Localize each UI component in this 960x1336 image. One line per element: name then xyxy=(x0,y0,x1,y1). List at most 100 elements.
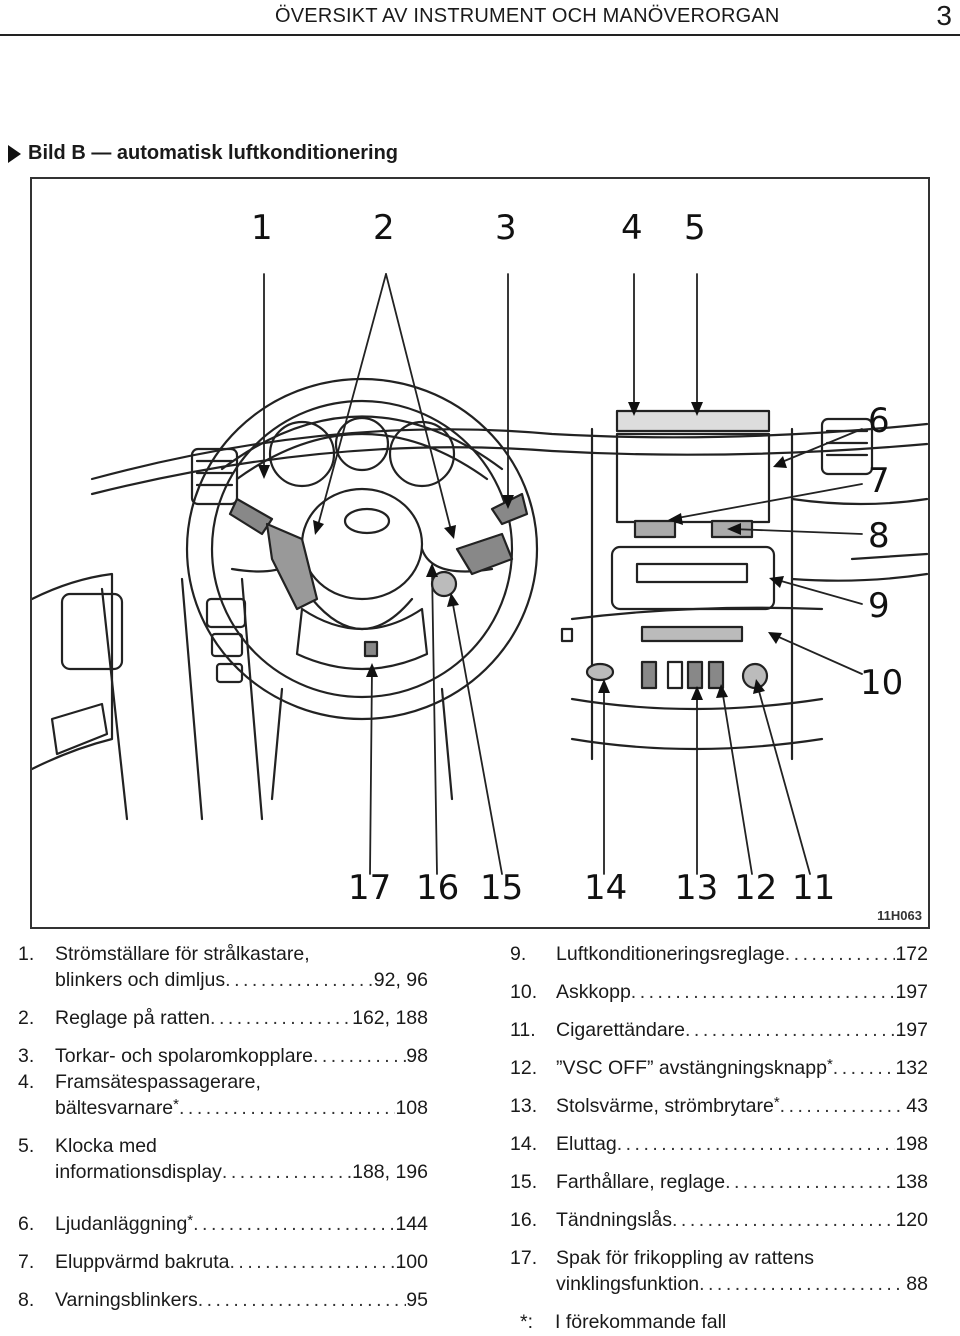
legend-item-entry: Varningsblinkers 95 xyxy=(55,1288,428,1312)
page-number: 3 xyxy=(936,0,952,31)
callout-15: 15 xyxy=(480,868,523,908)
dot-leader xyxy=(725,1170,895,1194)
legend-item-number: 17. xyxy=(510,1247,538,1269)
legend-item-label-line1: Framsätespassagerare, xyxy=(55,1071,261,1093)
dot-leader xyxy=(631,980,896,1004)
legend-item-label-line1: Klocka med xyxy=(55,1135,157,1157)
legend-item-number: 4. xyxy=(18,1071,35,1093)
legend-item-number: 7. xyxy=(18,1251,35,1273)
legend-item-number: 11. xyxy=(510,1019,536,1041)
callout-9: 9 xyxy=(868,586,890,626)
legend-item-label: Reglage på ratten xyxy=(55,1007,211,1029)
callout-12: 12 xyxy=(734,868,777,908)
dashboard-line-drawing: 1 2 3 4 5 6 7 8 9 10 11 12 13 14 15 16 1… xyxy=(32,208,928,908)
legend-item-entry: informationsdisplay188, 196 xyxy=(55,1160,428,1184)
legend-item-entry: Askkopp197 xyxy=(556,980,928,1004)
page-header-title: ÖVERSIKT AV INSTRUMENT OCH MANÖVERORGAN xyxy=(275,5,780,27)
section-heading-text: Bild B — automatisk luftkonditionering xyxy=(28,142,398,164)
legend-item-label: Cigarettändare xyxy=(556,1019,685,1041)
legend-item-entry: Tändningslås 120 xyxy=(556,1208,928,1232)
dot-leader xyxy=(833,1056,896,1080)
legend-item-page-ref: 108 xyxy=(395,1097,428,1119)
legend-item-label: Eluttag xyxy=(556,1133,617,1155)
dot-leader xyxy=(617,1132,896,1156)
legend-item-label: Farthållare, reglage xyxy=(556,1171,726,1193)
legend-item-entry: Luftkonditioneringsreglage172 xyxy=(556,942,928,966)
legend-item-entry: Farthållare, reglage 138 xyxy=(556,1170,928,1194)
legend-item-label-line1: Spak för frikoppling av rattens xyxy=(556,1247,814,1269)
legend-item-number: 5. xyxy=(18,1135,35,1157)
callout-2: 2 xyxy=(373,208,395,248)
callout-13: 13 xyxy=(675,868,718,908)
legend-item-page-ref: 95 xyxy=(406,1289,428,1311)
legend-item-entry: Torkar- och spolaromkopplare98 xyxy=(55,1044,428,1068)
callout-16: 16 xyxy=(416,868,459,908)
legend-right-column: 9. Luftkonditioneringsreglage172 10. Askkop… xyxy=(510,942,928,1298)
legend-item-entry: blinkers och dimljus 92, 96 xyxy=(55,968,428,992)
legend-item-page-ref: 198 xyxy=(895,1133,928,1155)
legend-item-number: 14. xyxy=(510,1133,538,1155)
legend-item-page-ref: 172 xyxy=(895,943,928,965)
legend-item-label: ”VSC OFF” avstängningsknapp xyxy=(556,1057,827,1079)
dot-leader xyxy=(672,1208,895,1232)
legend-item-page-ref: 144 xyxy=(395,1213,428,1235)
header-divider xyxy=(0,34,960,36)
legend-item-number: 10. xyxy=(510,981,538,1003)
dot-leader xyxy=(210,1006,352,1030)
callout-3: 3 xyxy=(495,208,517,248)
callout-4: 4 xyxy=(621,208,643,248)
legend-item-number: 1. xyxy=(18,943,35,965)
dashboard-illustration: 1 2 3 4 5 6 7 8 9 10 11 12 13 14 15 16 1… xyxy=(30,177,930,929)
dot-leader xyxy=(313,1044,406,1068)
legend-item-number: 16. xyxy=(510,1209,538,1231)
legend-item-label-line1: Strömställare för strålkastare, xyxy=(55,943,310,965)
legend-item-page-ref: 138 xyxy=(895,1171,928,1193)
dot-leader xyxy=(222,1160,352,1184)
legend-item-entry: Stolsvärme, strömbrytare*43 xyxy=(556,1094,928,1118)
legend-item-label: blinkers och dimljus xyxy=(55,969,226,991)
legend-item-number: 9. xyxy=(510,943,527,965)
legend-item-number: 6. xyxy=(18,1213,35,1235)
legend-item-label: informationsdisplay xyxy=(55,1161,222,1183)
legend-item-number: 13. xyxy=(510,1095,538,1117)
legend-item-page-ref: 120 xyxy=(895,1209,928,1231)
legend-item-label: Ljudanläggning xyxy=(55,1213,188,1235)
legend-item-page-ref: 92, 96 xyxy=(373,969,428,991)
legend-item-number: 12. xyxy=(510,1057,538,1079)
legend-item-entry: Eluttag 198 xyxy=(556,1132,928,1156)
figure-code: 11H063 xyxy=(877,908,922,923)
footnote-text: I förekommande fall xyxy=(555,1311,727,1333)
dot-leader xyxy=(780,1094,907,1118)
legend-item-number: 2. xyxy=(18,1007,35,1029)
callout-11: 11 xyxy=(792,868,835,908)
footnote-symbol: *: xyxy=(520,1311,534,1333)
legend-item-page-ref: 162, 188 xyxy=(352,1007,428,1029)
callout-7: 7 xyxy=(868,461,890,501)
dot-leader xyxy=(225,968,374,992)
dot-leader xyxy=(685,1018,895,1042)
legend-item-page-ref: 88 xyxy=(906,1273,928,1295)
legend-item-label: vinklingsfunktion xyxy=(556,1273,700,1295)
legend-item-number: 15. xyxy=(510,1171,538,1193)
legend-item-page-ref: 43 xyxy=(906,1095,928,1117)
footnote-star-marker: * xyxy=(187,1212,194,1229)
legend-item-label: Torkar- och spolaromkopplare xyxy=(55,1045,313,1067)
dot-leader xyxy=(198,1288,407,1312)
legend-item-entry: ”VSC OFF” avstängningsknapp* 132 xyxy=(556,1056,928,1080)
dot-leader xyxy=(179,1096,395,1120)
legend-item-label: Varningsblinkers xyxy=(55,1289,198,1311)
callout-1: 1 xyxy=(251,208,273,248)
legend-item-label: bältesvarnare xyxy=(55,1097,174,1119)
legend-item-page-ref: 100 xyxy=(395,1251,428,1273)
footnote-star-marker: * xyxy=(173,1096,179,1113)
callout-14: 14 xyxy=(584,868,627,908)
footnote-star-marker: * xyxy=(826,1056,833,1073)
callout-6: 6 xyxy=(868,401,890,441)
dot-leader xyxy=(699,1272,906,1296)
legend-item-page-ref: 132 xyxy=(895,1057,928,1079)
footnote-star-marker: * xyxy=(773,1094,780,1111)
legend-item-entry: Cigarettändare197 xyxy=(556,1018,928,1042)
legend-item-label: Tändningslås xyxy=(556,1209,672,1231)
callout-8: 8 xyxy=(868,516,890,556)
legend-item-entry: Eluppvärmd bakruta100 xyxy=(55,1250,428,1274)
